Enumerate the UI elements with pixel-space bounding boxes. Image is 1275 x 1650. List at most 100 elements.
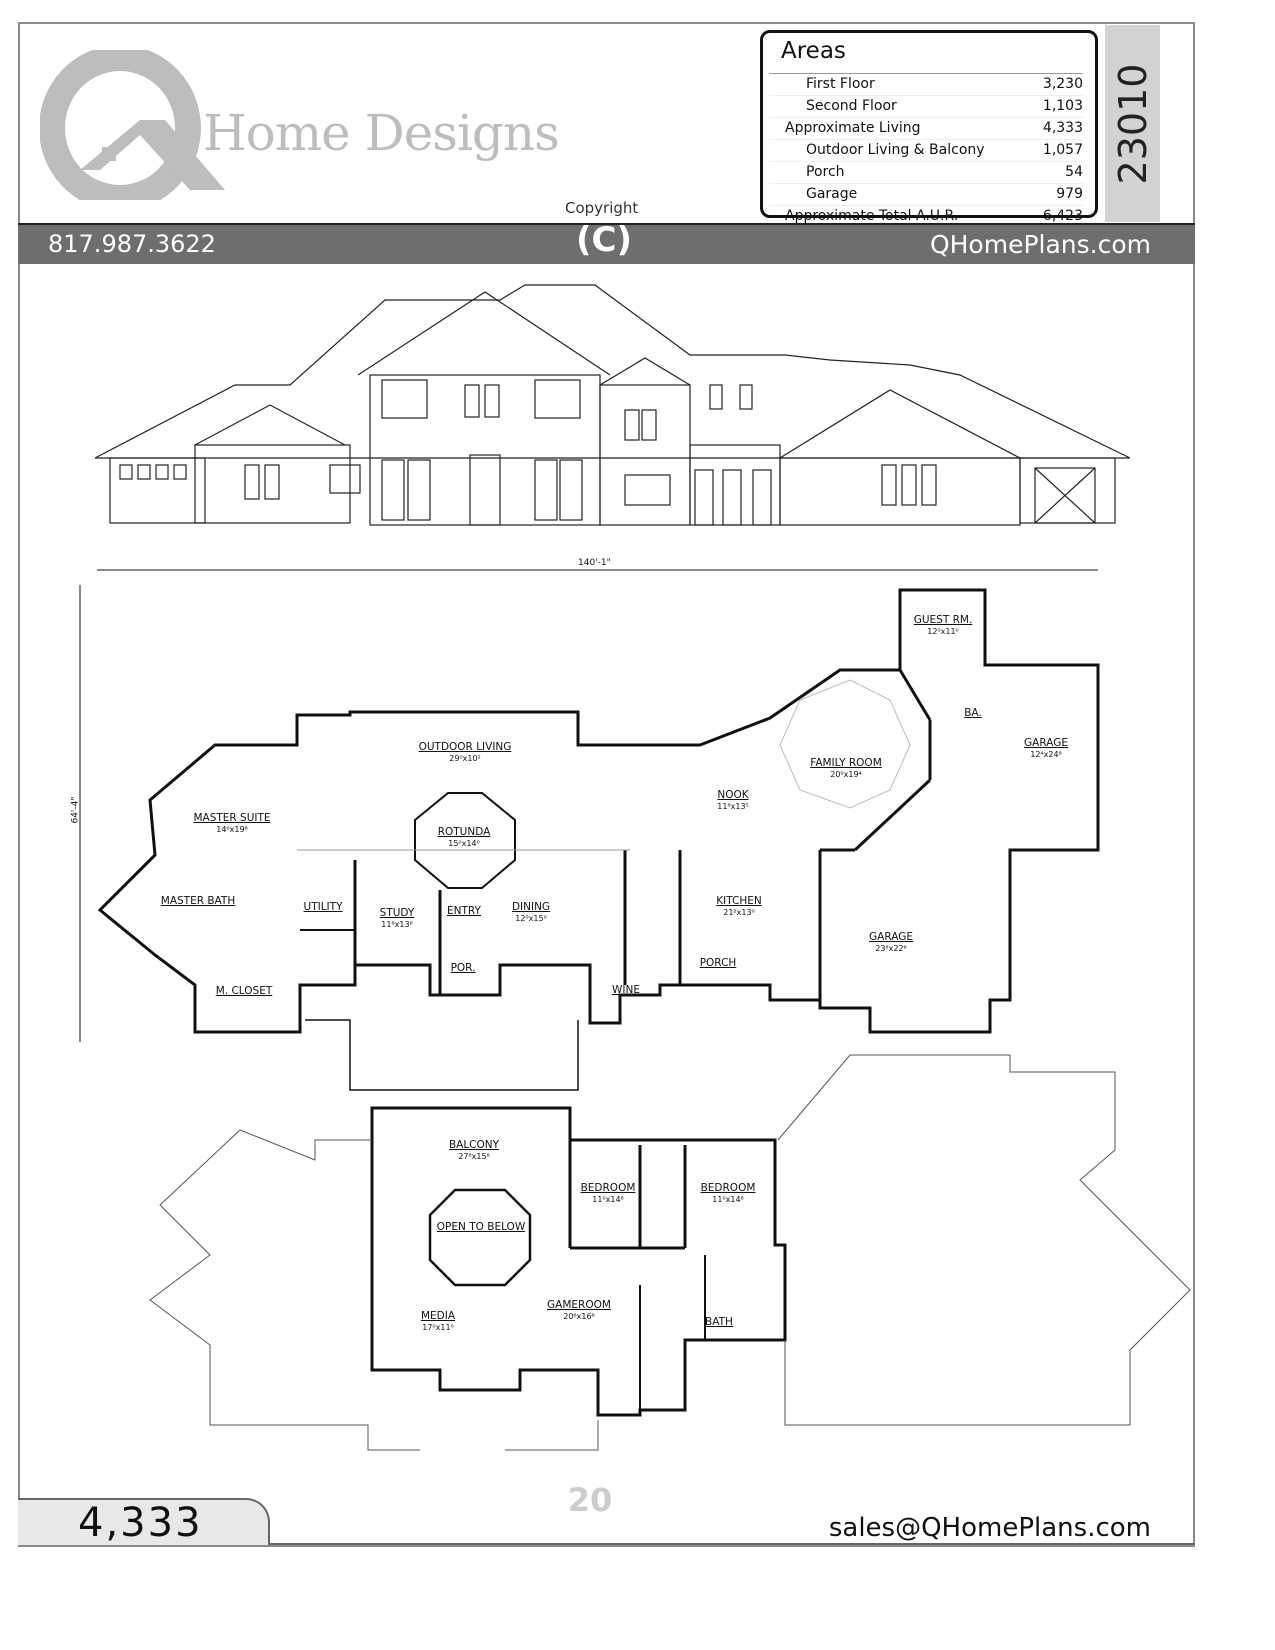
area-label: First Floor (806, 76, 875, 92)
room-label-m-closet: M. CLOSET (216, 985, 273, 997)
overall-depth-dimension: 64'-4" (70, 796, 81, 824)
room-size: 11⁸x13⁵ (717, 802, 749, 811)
room-name: PORCH (699, 957, 737, 969)
floor-plan-drawing (79, 569, 1191, 1451)
phone-number[interactable]: 817.987.3622 (48, 230, 216, 258)
header-bar: 817.987.3622 QHomePlans.com (18, 223, 1195, 264)
room-name: ROTUNDA (437, 826, 491, 838)
living-area-value: 4,333 (78, 1500, 203, 1546)
page-frame (18, 22, 1195, 1547)
room-size: 11⁰x14⁸ (712, 1195, 744, 1204)
area-value: 54 (1065, 164, 1083, 180)
q-home-designs-logo (40, 50, 225, 200)
room-name: M. CLOSET (215, 985, 273, 997)
area-row: Outdoor Living & Balcony 1,057 (769, 140, 1083, 162)
room-name: DINING (511, 901, 551, 913)
room-name: STUDY (379, 907, 415, 919)
room-size: 20⁶x16⁸ (563, 1312, 595, 1321)
front-elevation-drawing (94, 284, 1130, 526)
room-size: 11⁸x13⁶ (381, 920, 413, 929)
room-name: GARAGE (869, 931, 913, 943)
room-label-bath: BATH (705, 1316, 733, 1328)
room-name: ENTRY (447, 905, 481, 917)
email-link[interactable]: sales@QHomePlans.com (828, 1513, 1151, 1543)
room-name: BATH (705, 1316, 733, 1328)
area-value: 1,103 (1042, 98, 1083, 114)
room-label-ba: BA. (964, 707, 982, 719)
front-porch (305, 1019, 579, 1091)
room-size: 12⁰x11⁰ (927, 627, 959, 636)
room-name: GARAGE (1024, 737, 1068, 749)
dimension-lines (79, 569, 1098, 1042)
room-size: 21²x13⁰ (723, 908, 755, 917)
room-name: BALCONY (448, 1139, 500, 1151)
footer-rule (270, 1543, 1195, 1545)
area-label: Approximate Total A.U.R. (785, 208, 959, 224)
area-row: Garage 979 (769, 184, 1083, 206)
second-floor-walls (370, 1106, 787, 1417)
room-name: WINE (612, 984, 640, 996)
room-label-por: POR. (451, 962, 476, 974)
first-floor-walls (97, 588, 1100, 1034)
room-name: KITCHEN (716, 895, 762, 907)
room-name: UTILITY (303, 901, 343, 913)
area-row: Approximate Living 4,333 (769, 118, 1083, 140)
copyright-label: Copyright (565, 199, 639, 217)
room-name: GUEST RM. (913, 614, 973, 626)
areas-title: Areas (781, 38, 846, 64)
room-size: 11⁰x14⁸ (592, 1195, 624, 1204)
brand-name: Home Designs (203, 104, 560, 162)
room-label-entry: ENTRY (447, 905, 481, 917)
room-name: BEDROOM (580, 1182, 636, 1194)
room-label-guest-rm: GUEST RM.12⁰x11⁰ (914, 614, 973, 638)
area-label: Outdoor Living & Balcony (806, 142, 985, 158)
room-size: 15⁰x14⁰ (448, 839, 480, 848)
anniversary-badge: 20 (567, 1481, 613, 1519)
room-size: 20⁰x19⁴ (830, 770, 862, 779)
room-label-master-bath: MASTER BATH (161, 895, 235, 907)
website-link[interactable]: QHomePlans.com (929, 230, 1151, 259)
room-name: BEDROOM (700, 1182, 756, 1194)
area-label: Garage (806, 186, 858, 202)
overall-width-dimension: 140'-1" (578, 558, 611, 568)
plan-number-box: 23010 (1105, 25, 1160, 222)
area-row: First Floor 3,230 (769, 74, 1083, 96)
room-size: 14⁰x19⁸ (216, 825, 248, 834)
room-name: MEDIA (420, 1310, 456, 1322)
area-value: 1,057 (1042, 142, 1083, 158)
area-row: Porch 54 (769, 162, 1083, 184)
room-name: OUTDOOR LIVING (418, 741, 512, 753)
area-label: Approximate Living (785, 120, 921, 136)
copyright-icon: (C) (575, 220, 633, 260)
area-value: 4,333 (1042, 120, 1083, 136)
room-label-wine: WINE (612, 984, 640, 996)
room-name: BA. (964, 707, 982, 719)
area-value: 979 (1056, 186, 1083, 202)
room-name: OPEN TO BELOW (436, 1221, 526, 1233)
room-name: MASTER BATH (160, 895, 236, 907)
room-size: 12⁰x15⁰ (515, 914, 547, 923)
room-label-open-to-below: OPEN TO BELOW (437, 1221, 525, 1233)
room-name: FAMILY ROOM (810, 757, 882, 769)
room-size: 27⁶x15⁸ (458, 1152, 490, 1161)
area-value: 3,230 (1042, 76, 1083, 92)
area-label: Porch (806, 164, 845, 180)
room-size: 17⁰x11⁰ (422, 1323, 454, 1332)
living-area-box: 4,333 (18, 1498, 270, 1546)
